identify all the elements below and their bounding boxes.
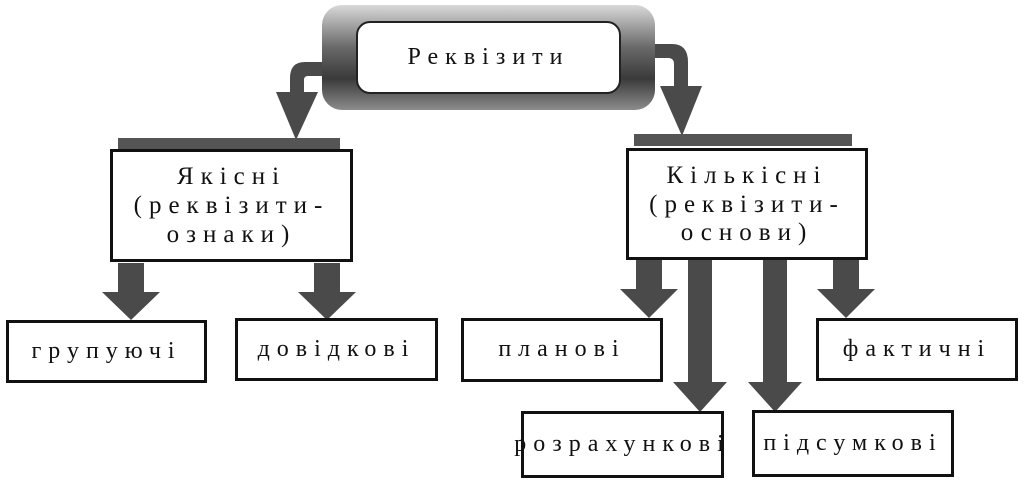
arrow-root-to-qualitative (276, 62, 322, 140)
arrow-root-to-quantitative (655, 44, 702, 136)
quantitative-shadow-bar (634, 134, 852, 146)
reference-node: довідкові (235, 318, 438, 381)
arrow-to-actual (817, 260, 875, 318)
qualitative-shadow-bar (118, 138, 340, 150)
calculated-node: розрахункові (514, 411, 724, 478)
grouping-node: групуючі (6, 320, 207, 383)
actual-node: фактичні (816, 318, 1018, 381)
qualitative-node: Якісні (реквізити- ознаки) (110, 149, 353, 262)
root-label: Реквізити (356, 21, 621, 94)
planned-node: планові (461, 318, 663, 382)
arrow-to-summary (748, 260, 802, 412)
arrow-to-planned (620, 260, 678, 318)
arrow-to-reference (298, 263, 356, 320)
quantitative-node: Кількісні (реквізити- основи) (626, 148, 868, 260)
arrow-to-calculated (673, 260, 727, 412)
summary-node: підсумкові (752, 410, 954, 477)
arrow-to-grouping (102, 263, 160, 320)
root-node: Реквізити (322, 5, 655, 110)
